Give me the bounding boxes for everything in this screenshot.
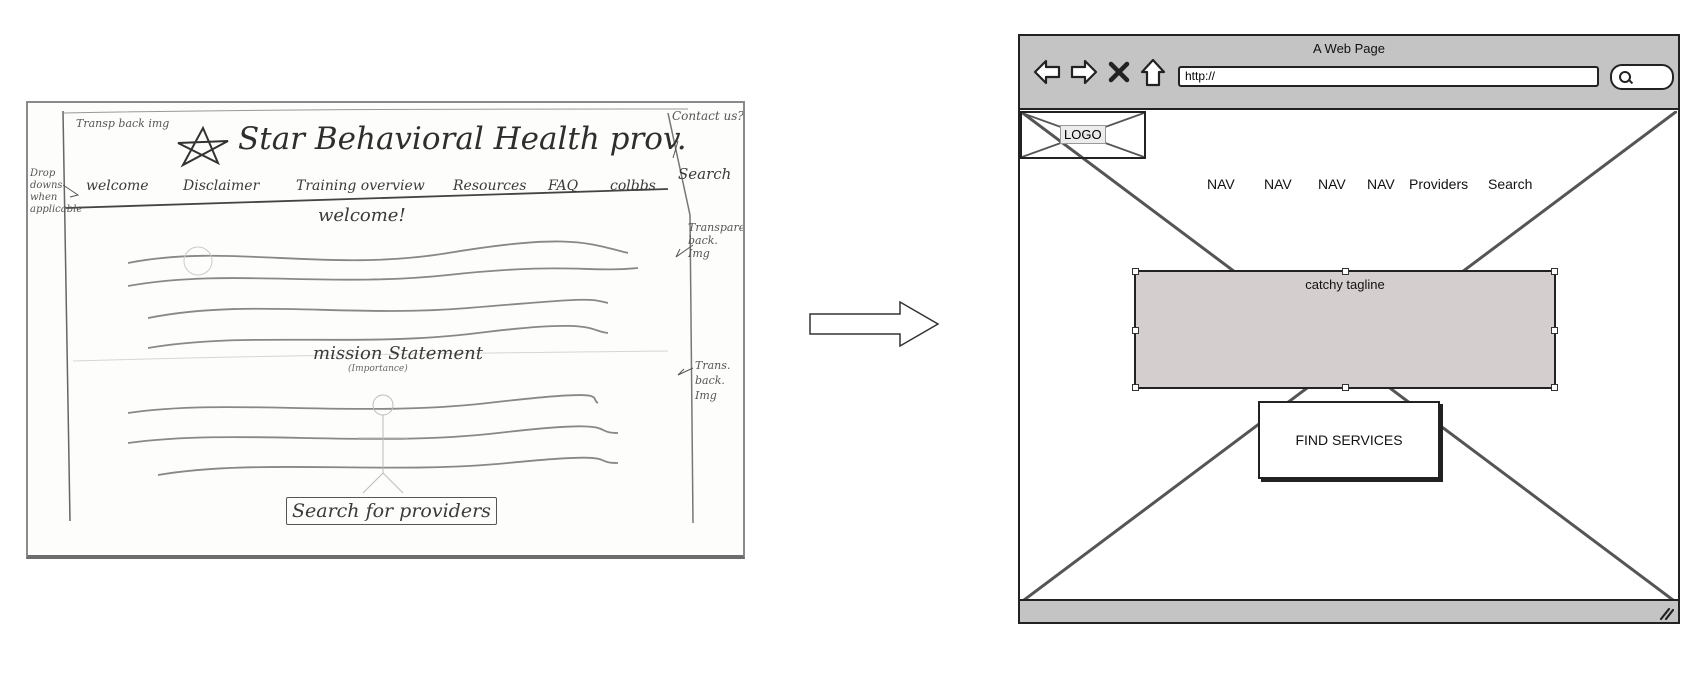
resize-handle-right[interactable]	[1551, 326, 1558, 334]
home-icon[interactable]	[1138, 57, 1168, 89]
back-arrow-icon[interactable]	[1032, 57, 1062, 87]
logo-label: LOGO	[1060, 124, 1106, 144]
url-field[interactable]: http://	[1178, 66, 1599, 87]
sketch-welcome-heading: welcome!	[318, 205, 406, 226]
nav-link-providers[interactable]: Providers	[1409, 175, 1469, 192]
resize-handle-bottom-right[interactable]	[1551, 383, 1558, 391]
resize-handle-top[interactable]	[1342, 267, 1349, 275]
resize-handle-top-right[interactable]	[1551, 267, 1558, 275]
right-arrow-icon	[809, 300, 940, 348]
window-title: A Web Page	[1312, 41, 1386, 56]
browser-statusbar	[1020, 599, 1678, 622]
sketch-nav-disclaimer: Disclaimer	[183, 178, 260, 194]
resize-handle-bottom[interactable]	[1342, 383, 1349, 391]
browser-search-button[interactable]	[1610, 64, 1674, 90]
find-services-button[interactable]: FIND SERVICES	[1258, 400, 1440, 479]
tagline-text: catchy tagline	[1305, 276, 1385, 292]
nav-link-3[interactable]: NAV	[1318, 175, 1346, 192]
wireframe-browser-window: A Web Page http:// LOGO	[1018, 34, 1680, 624]
sketch-nav-faq: FAQ	[548, 178, 579, 194]
close-icon[interactable]	[1106, 57, 1132, 87]
resize-handle-left[interactable]	[1132, 326, 1139, 334]
sketch-mission-heading: mission Statement	[313, 343, 483, 364]
whiteboard-sketch: Transp back img Star Behavioral Health p…	[26, 101, 745, 559]
sketch-note-contact: Contact us?	[672, 109, 744, 123]
sketch-note-search: Search	[678, 165, 732, 183]
sketch-note-transparent-back: Transp back img	[76, 117, 170, 130]
page-image-placeholder: LOGO NAV NAV NAV NAV Providers Search ca…	[1020, 110, 1677, 603]
resize-handle-bottom-left[interactable]	[1132, 383, 1139, 391]
sketch-nav-resources: Resources	[453, 178, 527, 194]
sketch-mission-importance: (Importance)	[348, 364, 408, 374]
resize-grip-icon[interactable]	[1658, 606, 1674, 620]
sketch-nav-training: Training overview	[296, 178, 425, 194]
tagline-banner[interactable]: catchy tagline	[1132, 267, 1558, 391]
sketch-site-title: Star Behavioral Health prov.	[238, 121, 687, 157]
sketch-search-providers-button: Search for providers	[286, 497, 497, 525]
nav-link-1[interactable]: NAV	[1207, 175, 1235, 192]
sketch-note-dropdowns: Drop downs when applicable	[30, 168, 83, 215]
sketch-strokes	[62, 108, 694, 524]
nav-link-4[interactable]: NAV	[1367, 175, 1395, 192]
sketch-nav-welcome: welcome	[86, 178, 149, 194]
sketch-note-transparent-img: Transparent back. Img	[688, 221, 745, 260]
nav-link-search[interactable]: Search	[1488, 175, 1533, 192]
nav-link-2[interactable]: NAV	[1264, 175, 1292, 192]
sketch-nav-colbbs: colbbs	[610, 178, 656, 194]
forward-arrow-icon[interactable]	[1069, 57, 1099, 87]
resize-handle-top-left[interactable]	[1132, 267, 1139, 275]
logo-placeholder[interactable]: LOGO	[1020, 110, 1146, 159]
search-icon	[1619, 71, 1631, 83]
sketch-note-trans-img: Trans. back. Img	[695, 359, 731, 402]
browser-titlebar: A Web Page http://	[1020, 36, 1678, 110]
